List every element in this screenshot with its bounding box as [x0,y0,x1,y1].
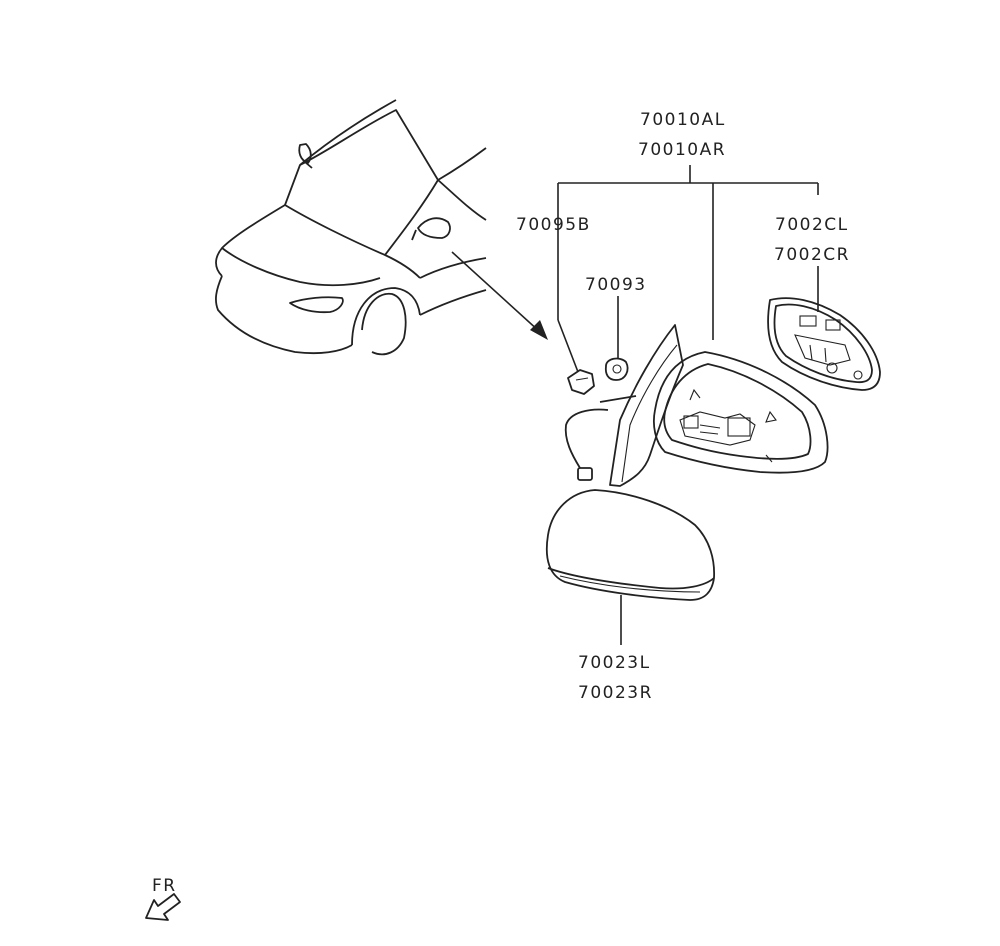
screw-part [567,369,595,395]
nut-part [604,357,629,381]
callout-lines [557,165,819,645]
label-mirror-assy-r: 70010AR [638,140,726,160]
zoom-arrow [451,251,548,340]
front-direction-indicator [145,893,181,921]
car-illustration [215,99,487,356]
label-nut: 70093 [585,275,647,295]
mirror-cover-part [545,489,715,601]
mirror-base-part [564,324,684,487]
label-screw: 70095B [516,215,591,235]
label-mirror-assy-l: 70010AL [640,110,726,130]
mirror-glass-part [767,297,881,391]
label-cover-r: 70023R [578,683,653,703]
mirror-housing-part [652,351,829,474]
label-mirror-glass-l: 7002CL [775,215,849,235]
label-front: FR [152,876,177,896]
label-mirror-glass-r: 7002CR [774,245,850,265]
label-cover-l: 70023L [578,653,651,673]
